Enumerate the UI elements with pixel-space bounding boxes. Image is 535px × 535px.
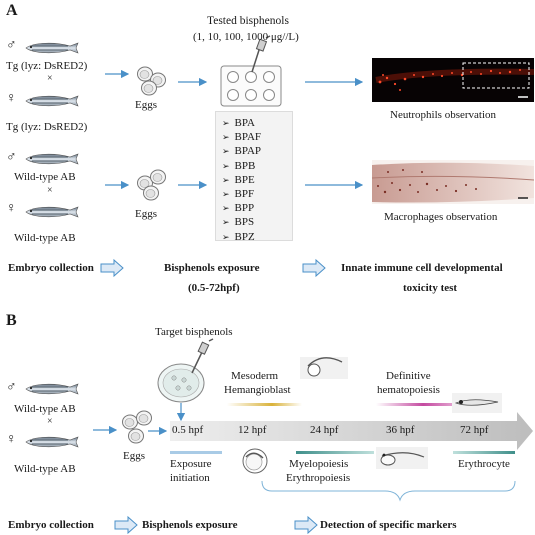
bar-myelopoiesis: [296, 451, 374, 454]
arrowhead-icon: ➢: [222, 160, 230, 171]
fish-male-wt: [25, 153, 79, 165]
arrowhead-icon: ➢: [222, 174, 230, 185]
step-arrow-b1: [114, 515, 138, 535]
step-a3-label-1: Innate immune cell developmental: [341, 262, 503, 274]
cross-symbol-a1: ×: [47, 73, 53, 84]
exposure-initiation-2: initiation: [170, 472, 210, 484]
embryo-36hpf-icon: [376, 447, 428, 469]
arrowhead-icon: ➢: [222, 217, 230, 228]
erythropoiesis-label: Erythropoiesis: [286, 472, 351, 484]
strain-label-a2: Tg (lyz: DsRED2): [6, 121, 88, 133]
tested-concentrations: (1, 10, 100, 1000 μg//L): [193, 31, 299, 43]
bar-definitive: [376, 403, 470, 406]
arrowhead-icon: ➢: [222, 132, 230, 143]
panel-label-a: A: [6, 2, 18, 19]
male-symbol-a1: ♂: [6, 38, 17, 53]
bisphenol-list: ➢BPA ➢BPAF ➢BPAP ➢BPB ➢BPE ➢BPF ➢BPP ➢BP…: [215, 111, 293, 243]
well-plate-icon: [220, 65, 282, 107]
arrowhead-icon: ➢: [222, 146, 230, 157]
hemangioblast-label: Hemangioblast: [224, 384, 291, 396]
eggs-label-b: Eggs: [123, 450, 145, 462]
timepoint-72: 72 hpf: [460, 424, 489, 436]
eggs-label-a1: Eggs: [135, 99, 157, 111]
step-a2-label-1: Bisphenols exposure: [164, 262, 260, 274]
step-b2-label: Bisphenols exposure: [142, 519, 238, 531]
step-b1-label: Embryo collection: [8, 519, 94, 531]
fish-female-wt-b: [25, 436, 79, 448]
definitive-label-1: Definitive: [386, 370, 431, 382]
strain-label-b1: Wild-type AB: [14, 403, 76, 415]
female-symbol-a2: ♀: [6, 201, 17, 216]
neutrophils-image: [372, 58, 535, 102]
cross-symbol-a2: ×: [47, 185, 53, 196]
male-symbol-a2: ♂: [6, 150, 17, 165]
step-arrow-a2: [302, 258, 326, 278]
definitive-label-2: hematopoiesis: [377, 384, 440, 396]
timepoint-12: 12 hpf: [238, 424, 267, 436]
panel-label-b: B: [6, 312, 17, 329]
fish-female-tg: [25, 95, 79, 107]
bar-erythrocyte: [453, 451, 515, 454]
male-symbol-b: ♂: [6, 380, 17, 395]
timepoint-36: 36 hpf: [386, 424, 415, 436]
bisphenol-item: ➢BPS: [222, 216, 255, 229]
arrowhead-icon: ➢: [222, 203, 230, 214]
timeline-arrow: [170, 412, 533, 450]
fish-male-wt-b: [25, 383, 79, 395]
petri-dish-icon: [157, 363, 205, 403]
step-a1-label: Embryo collection: [8, 262, 94, 274]
strain-label-b2: Wild-type AB: [14, 463, 76, 475]
bisphenol-item: ➢BPZ: [222, 230, 255, 243]
larva-72hpf-icon: [452, 393, 502, 413]
timepoint-24: 24 hpf: [310, 424, 339, 436]
step-arrow-b2: [294, 515, 318, 535]
fish-female-wt: [25, 206, 79, 218]
embryo-24hpf-icon: [300, 357, 348, 379]
female-symbol-b: ♀: [6, 432, 17, 447]
arrowhead-icon: ➢: [222, 118, 230, 128]
step-a2-label-2: (0.5-72hpf): [188, 282, 240, 294]
step-a3-label-2: toxicity test: [403, 282, 458, 294]
pipette-icon: [251, 35, 271, 73]
fish-male-tg: [25, 42, 79, 54]
bar-exposure: [170, 451, 222, 454]
eggs-cluster-a1: [137, 66, 166, 96]
exposure-initiation-1: Exposure: [170, 458, 212, 470]
timepoint-0-5: 0.5 hpf: [172, 424, 204, 436]
eggs-cluster-b: [122, 410, 152, 444]
strain-label-a1: Tg (lyz: DsRED2): [6, 60, 88, 72]
eggs-cluster-a2: [137, 169, 166, 201]
myelopoiesis-label: Myelopoiesis: [289, 458, 349, 470]
bisphenol-item: ➢BPE: [222, 173, 255, 186]
bisphenol-item: ➢BPP: [222, 202, 255, 215]
macrophages-image: [371, 160, 535, 204]
target-bisphenols-title: Target bisphenols: [155, 326, 233, 338]
bisphenol-item: ➢BPA: [222, 117, 255, 129]
cross-symbol-b: ×: [47, 416, 53, 427]
neutrophils-label: Neutrophils observation: [390, 109, 497, 121]
strain-label-a4: Wild-type AB: [14, 232, 76, 244]
embryo-12hpf-icon: [242, 448, 268, 474]
brace: [261, 480, 516, 502]
bisphenol-item: ➢BPAP: [222, 145, 262, 158]
bisphenol-item: ➢BPF: [222, 188, 255, 201]
female-symbol-a1: ♀: [6, 91, 17, 106]
tested-bisphenols-title: Tested bisphenols: [207, 15, 289, 27]
step-b3-label: Detection of specific markers: [320, 519, 457, 531]
eggs-label-a2: Eggs: [135, 208, 157, 220]
arrowhead-icon: ➢: [222, 189, 230, 200]
mesoderm-label: Mesoderm: [231, 370, 279, 382]
step-arrow-a1: [100, 258, 124, 278]
bisphenol-item: ➢BPB: [222, 159, 256, 172]
bisphenol-item: ➢BPAF: [222, 131, 262, 144]
macrophages-label: Macrophages observation: [384, 211, 498, 223]
arrowhead-icon: ➢: [222, 231, 230, 242]
strain-label-a3: Wild-type AB: [14, 171, 76, 183]
bar-mesoderm: [227, 403, 302, 406]
erythrocyte-label: Erythrocyte: [458, 458, 510, 470]
pipette-icon-b: [191, 338, 214, 374]
